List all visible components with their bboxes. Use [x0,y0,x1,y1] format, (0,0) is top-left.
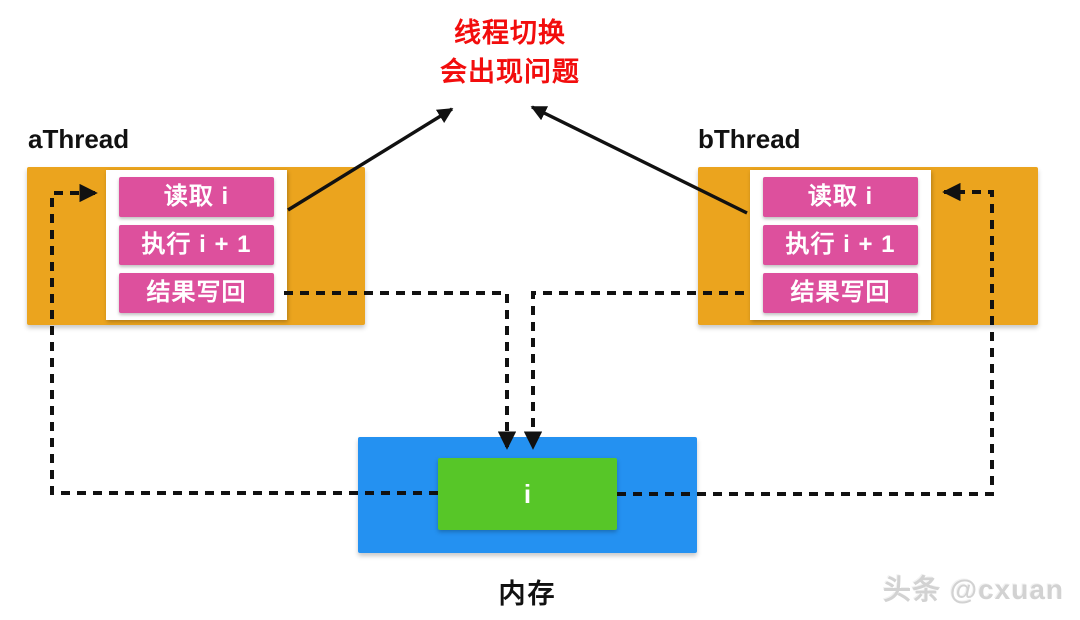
watermark: 头条 @cxuan [882,574,1064,605]
thread-b-step-execute: 执行 i + 1 [763,225,918,265]
thread-b-steps-panel: 读取 i 执行 i + 1 结果写回 [750,170,931,320]
thread-b-step-read-i: 读取 i [763,177,918,217]
thread-a-step-read-i: 读取 i [119,177,274,217]
thread-a-step-write-back: 结果写回 [119,273,274,313]
thread-b-label: bThread [698,124,801,154]
memory-box: i [358,437,697,553]
thread-a-label: aThread [28,124,130,154]
thread-a-box: 读取 i 执行 i + 1 结果写回 [27,167,365,325]
memory-label: 内存 [498,579,557,609]
variable-i-box: i [438,458,617,530]
thread-a-steps-panel: 读取 i 执行 i + 1 结果写回 [106,170,287,320]
title-line-1: 线程切换 [454,18,566,48]
diagram-title: 线程切换 会出现问题 [360,14,660,92]
thread-b-box: 读取 i 执行 i + 1 结果写回 [698,167,1038,325]
thread-a-step-execute: 执行 i + 1 [119,225,274,265]
title-line-2: 会出现问题 [440,57,580,87]
thread-b-step-write-back: 结果写回 [763,273,918,313]
